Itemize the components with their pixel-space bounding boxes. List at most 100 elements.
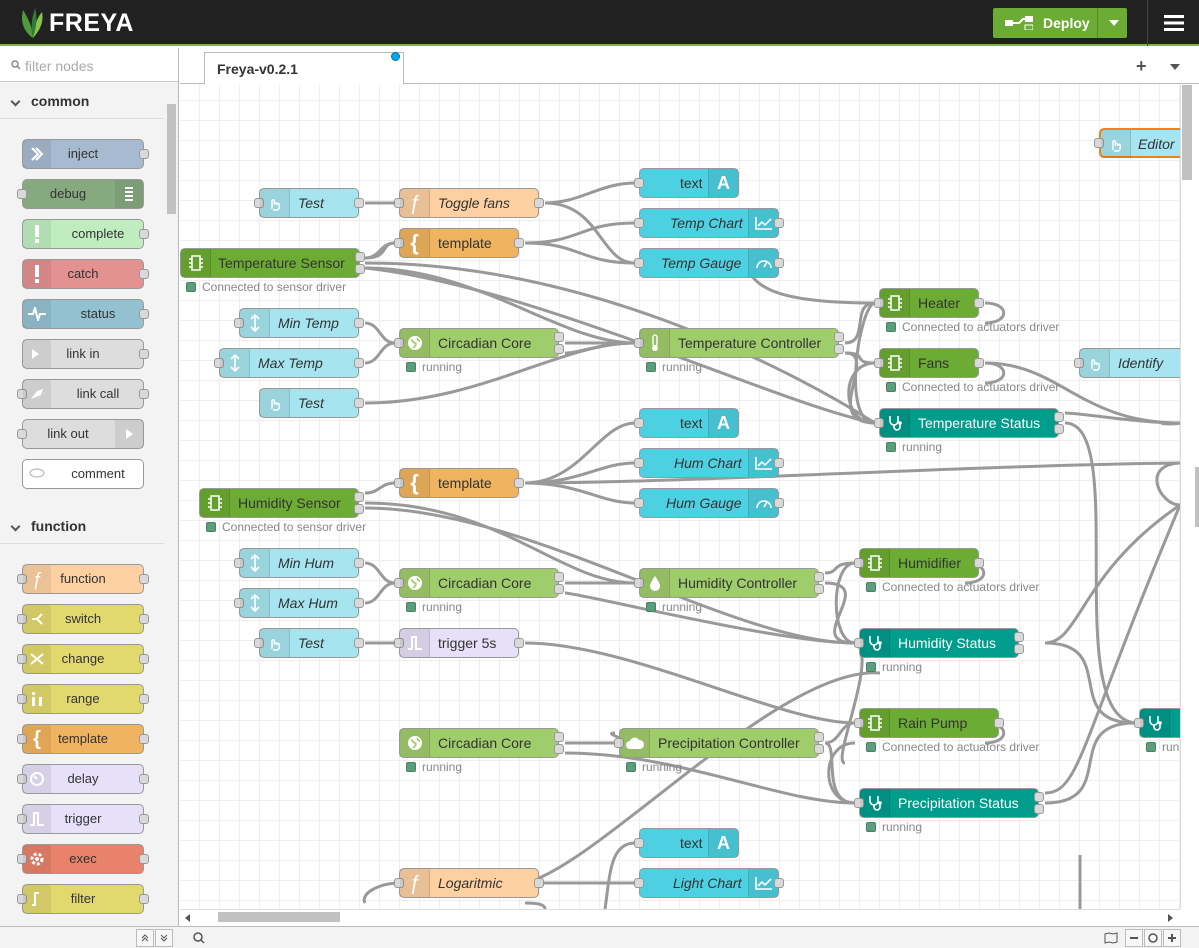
shuffle-icon [23, 645, 51, 673]
zoom-in-button[interactable] [1163, 929, 1181, 947]
input-port[interactable] [17, 734, 27, 744]
app-name: FREYA [49, 8, 134, 37]
input-port[interactable] [17, 694, 27, 704]
input-port[interactable] [17, 189, 27, 199]
link-call-icon [23, 380, 51, 408]
search-icon [193, 932, 205, 944]
circle-icon [1148, 933, 1158, 943]
link-out-icon [115, 420, 143, 448]
palette-node-link-in[interactable]: link in [22, 339, 149, 369]
gear-icon [23, 845, 51, 873]
filter-nodes-input[interactable]: filter nodes [0, 48, 178, 82]
output-port[interactable] [139, 574, 149, 584]
output-port[interactable] [139, 654, 149, 664]
input-port[interactable] [17, 854, 27, 864]
palette-node-template[interactable]: { template [17, 724, 149, 754]
double-chevron-down-icon [160, 934, 168, 942]
output-port[interactable] [139, 389, 149, 399]
palette-scrollbar[interactable] [165, 82, 178, 926]
palette-node-status[interactable]: status [22, 299, 149, 329]
palette-node-change[interactable]: change [17, 644, 149, 674]
palette-category-function[interactable]: function [0, 510, 164, 544]
deploy-label: Deploy [1043, 15, 1090, 31]
input-port[interactable] [17, 614, 27, 624]
tab-flow[interactable]: Freya-v0.2.1 [204, 52, 404, 85]
search-icon [11, 60, 21, 70]
output-port[interactable] [139, 269, 149, 279]
scrollbar-thumb[interactable] [167, 104, 176, 214]
scroll-right-icon[interactable] [1168, 914, 1174, 922]
inject-icon [23, 140, 51, 168]
navigator-button[interactable] [1102, 929, 1120, 947]
palette-node-function[interactable]: ƒ function [17, 564, 149, 594]
link-in-icon [23, 340, 51, 368]
zoom-out-button[interactable] [1125, 929, 1143, 947]
palette-node-range[interactable]: range [17, 684, 149, 714]
scrollbar-thumb[interactable] [1182, 85, 1192, 180]
workspace-vertical-scrollbar[interactable] [1180, 85, 1199, 909]
app-logo: FREYA [20, 7, 134, 39]
output-port[interactable] [139, 614, 149, 624]
input-port[interactable] [17, 654, 27, 664]
main-menu-button[interactable] [1147, 0, 1199, 46]
palette-node-switch[interactable]: switch [17, 604, 149, 634]
input-port[interactable] [17, 389, 27, 399]
workspace-tabs: Freya-v0.2.1 + [180, 48, 1199, 85]
output-port[interactable] [139, 894, 149, 904]
input-port[interactable] [17, 429, 27, 439]
filter-placeholder: filter nodes [25, 58, 94, 74]
search-flows-button[interactable] [190, 929, 208, 947]
palette-node-debug[interactable]: debug [17, 179, 144, 209]
flow-workspace[interactable] [180, 85, 1180, 909]
scrollbar-thumb[interactable] [1195, 467, 1199, 527]
output-port[interactable] [139, 814, 149, 824]
expand-all-button[interactable] [155, 929, 173, 947]
output-port[interactable] [139, 229, 149, 239]
palette-node-inject[interactable]: inject [22, 139, 149, 169]
flow-wires [362, 181, 1180, 909]
minus-icon [1130, 937, 1138, 939]
output-port[interactable] [139, 734, 149, 744]
palette-node-link-out[interactable]: link out [17, 419, 144, 449]
palette-category-common[interactable]: common [0, 85, 164, 119]
unsaved-changes-icon [391, 52, 400, 61]
deploy-separator [1097, 8, 1098, 38]
tab-list-chevron-icon[interactable] [1170, 64, 1180, 70]
palette-node-trigger[interactable]: trigger [17, 804, 149, 834]
add-tab-button[interactable]: + [1136, 56, 1147, 76]
palette-node-complete[interactable]: complete [22, 219, 149, 249]
range-icon [23, 685, 51, 713]
double-chevron-up-icon [141, 934, 149, 942]
palette-node-delay[interactable]: delay [17, 764, 149, 794]
output-port[interactable] [139, 774, 149, 784]
deploy-icon [1005, 16, 1033, 30]
plus-icon [1168, 934, 1176, 942]
scroll-left-icon[interactable] [185, 914, 191, 922]
output-port[interactable] [139, 349, 149, 359]
palette-node-exec[interactable]: exec [17, 844, 149, 874]
exclamation-icon [23, 260, 51, 288]
scrollbar-thumb[interactable] [218, 912, 340, 922]
output-port[interactable] [139, 309, 149, 319]
output-port[interactable] [139, 149, 149, 159]
palette-node-filter[interactable]: filter [17, 884, 149, 914]
output-port[interactable] [139, 854, 149, 864]
hamburger-icon [1163, 15, 1184, 31]
debug-list-icon [115, 180, 143, 208]
filter-icon [23, 885, 51, 913]
workspace-horizontal-scrollbar[interactable] [180, 909, 1180, 926]
input-port[interactable] [17, 774, 27, 784]
input-port[interactable] [17, 814, 27, 824]
deploy-button[interactable]: Deploy [993, 8, 1127, 38]
input-port[interactable] [17, 894, 27, 904]
leaf-logo-icon [22, 8, 43, 38]
input-port[interactable] [17, 574, 27, 584]
collapse-all-button[interactable] [136, 929, 154, 947]
palette-node-catch[interactable]: catch [22, 259, 149, 289]
chevron-down-icon [10, 96, 21, 107]
zoom-reset-button[interactable] [1144, 929, 1162, 947]
output-port[interactable] [139, 694, 149, 704]
palette-node-link-call[interactable]: link call [17, 379, 149, 409]
deploy-options-icon[interactable] [1109, 20, 1119, 26]
palette-node-comment[interactable]: comment [22, 459, 144, 489]
